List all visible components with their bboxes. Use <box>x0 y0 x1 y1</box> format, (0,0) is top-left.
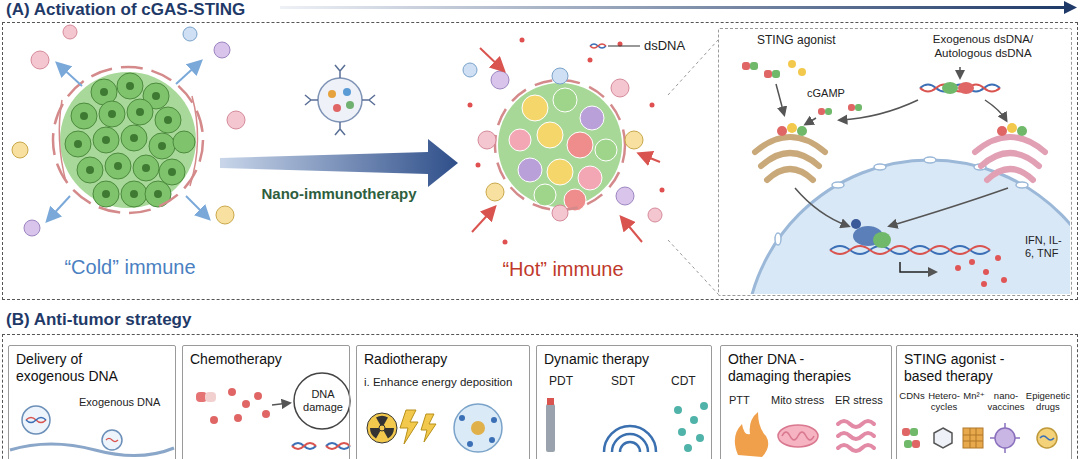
icon-label: PTT <box>729 394 750 407</box>
icon-label: CDNs <box>899 390 925 401</box>
strategy-box: Dynamic therapyPDT SDT CDT <box>536 345 712 459</box>
strategy-heading: Dynamic therapy <box>544 351 704 368</box>
tumor-label: “Hot” immune <box>458 257 668 281</box>
icon-label: ER stress <box>835 394 883 407</box>
callout-label: dsDNA <box>644 38 685 54</box>
molecule-label: Exogenous dsDNA/ Autologous dsDNA <box>907 33 1059 61</box>
icon-label: PDT <box>549 374 573 388</box>
icon-label: Mito stress <box>771 394 824 407</box>
strategy-box: Delivery of exogenous DNA Exogenous DNA <box>8 345 176 459</box>
icon-label: nano- vaccines <box>987 390 1025 413</box>
icon-label: CDT <box>671 374 696 388</box>
strategy-heading: STING agonist -based therapy <box>904 351 1034 385</box>
icon-label: SDT <box>611 374 635 388</box>
strategy-box: Other DNA -damaging therapiesPTT Mito str… <box>720 345 892 459</box>
strategy-box: ChemotherapyDNA damage <box>182 345 350 459</box>
molecule-label: STING agonist <box>757 33 836 47</box>
tumor-hot: “Hot” immune <box>458 35 668 285</box>
tumor-label: “Cold” immune <box>40 255 220 279</box>
panel: (A) Activation of cGAS-STING “Cold” immun… <box>0 0 1080 302</box>
icon-label: Hetero- cycles <box>927 390 961 413</box>
strategy-heading: Radiotherapy <box>364 351 524 368</box>
icon-label: Exogenous DNA <box>79 396 160 409</box>
molecule-label: cGAMP <box>807 87 845 100</box>
panel-heading: (B) Anti-tumor strategy <box>6 310 191 330</box>
cytokine-label: IFN, IL-6, TNF <box>1025 234 1065 260</box>
icon-label: Mn²⁺ <box>963 390 985 401</box>
strategy-box: STING agonist -based therapyCDNsHetero- … <box>896 345 1072 459</box>
strategy-heading: Chemotherapy <box>190 351 340 368</box>
icon-label: Epigenetic drugs <box>1025 390 1071 413</box>
icon-label: DNA damage <box>300 388 346 414</box>
edge-label: Nano-immunotherapy <box>258 185 419 203</box>
process-arrow <box>220 139 458 187</box>
icon-label: i. Enhance energy deposition <box>364 376 512 390</box>
strategy-heading: Other DNA -damaging therapies <box>728 351 865 385</box>
tumor-cold: “Cold” immune <box>40 45 220 285</box>
pathway-inset: STING agonist Exogenous dsDNA/ Autologous… <box>718 28 1072 296</box>
strategy-box: Radiotherapy i. Enhance energy deposition <box>356 345 530 459</box>
strategy-heading: Delivery of exogenous DNA <box>16 351 144 385</box>
panel: (B) Anti-tumor strategyDelivery of exoge… <box>0 310 1080 459</box>
panel-heading: (A) Activation of cGAS-STING <box>6 0 245 20</box>
